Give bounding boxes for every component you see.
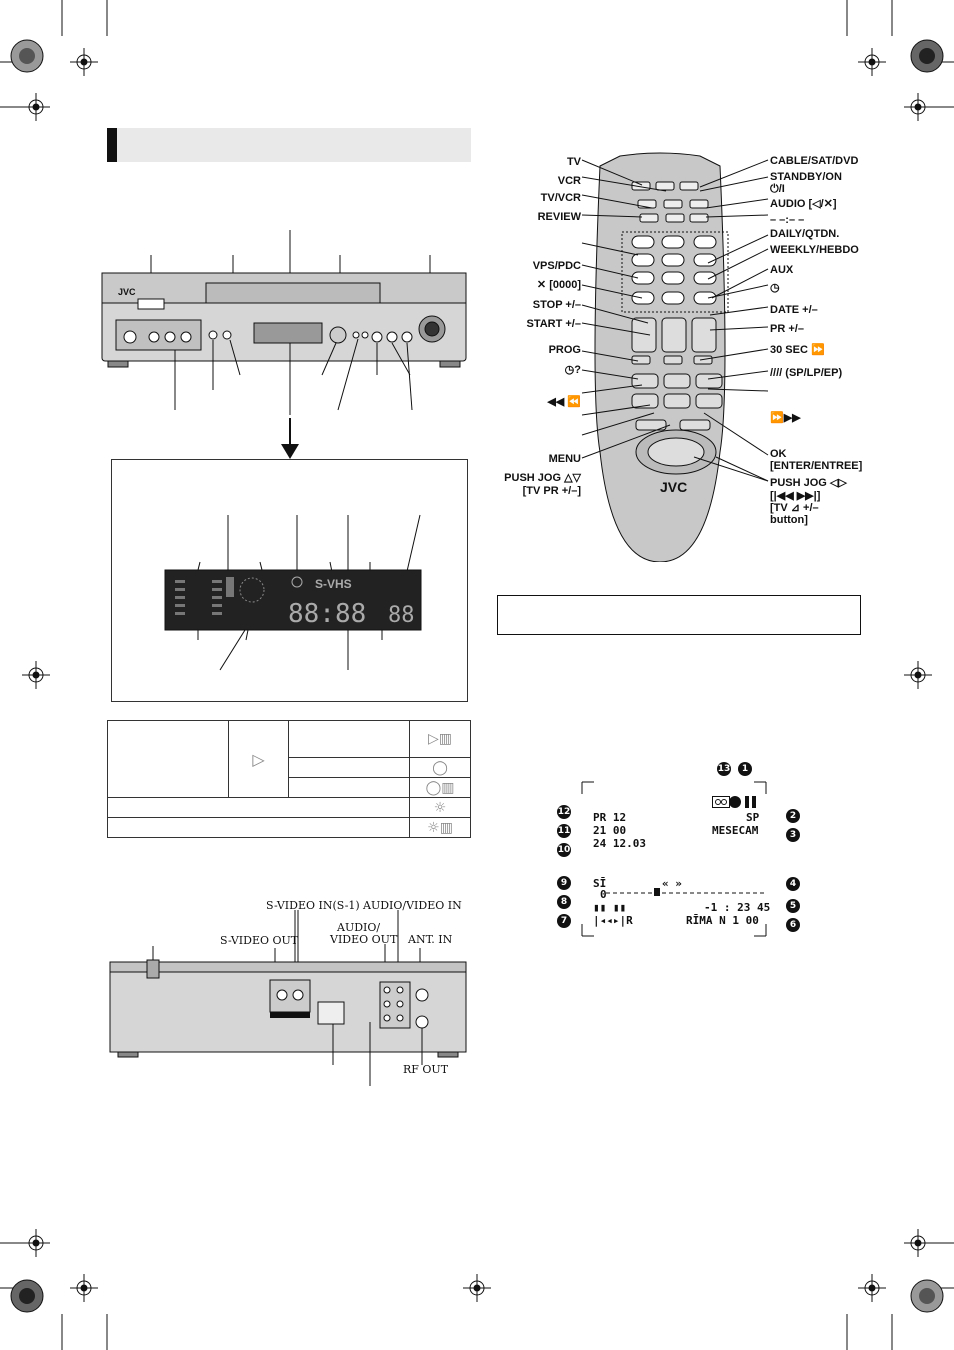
osd-direction: « » [662,877,682,890]
rear-label-av-in: AUDIO/VIDEO IN [363,899,462,912]
osd-counter: -1 : 23 45 [704,901,771,914]
table-cell [107,720,229,798]
note-box [497,595,861,635]
osd-marker-8: 8 [557,895,571,909]
osd-mode-left2: |◂◂▸|R [593,914,633,927]
osd-marker-9: 9 [557,876,571,890]
rear-label-svideo-out: S-VIDEO OUT [220,934,299,947]
remote-label-dash-time: – –:– – [770,214,805,226]
remote-label-review: REVIEW [537,211,581,223]
remote-label-tv-vol: [TV ⊿ +/– [770,502,819,514]
osd-marker-13: 13 [717,762,731,776]
section-title-marker [107,128,117,162]
remote-label-daily: DAILY/QTDN. [770,228,840,240]
remote-brand-logo: JVC [660,479,687,495]
remote-label-power-symbol: ⏻/I [770,183,785,195]
remote-label-clock: ◷ [770,282,780,294]
remote-label-sp-lp-ep: //// (SP/LP/EP) [770,367,843,379]
osd-marker-11: 11 [557,824,571,838]
osd-marker-4: 4 [786,877,800,891]
remote-label-cable-sat-dvd: CABLE/SAT/DVD [770,155,859,167]
table-cell-icon: ◯▥ [409,777,471,798]
remote-label-start: START +/– [526,318,581,330]
table-cell-icon: ☼▥ [409,817,471,838]
table-cell [288,757,411,778]
remote-label-tv-pr: [TV PR +/–] [522,485,581,497]
osd-cassette-icon [712,796,730,808]
remote-callout-lines [581,159,769,482]
display-digits: 88:88 [288,599,366,629]
osd-marker-2: 2 [786,809,800,823]
vcr-front-panel: JVC [101,230,467,415]
remote-label-rewind: ◀◀ ⏪ [547,396,581,408]
svhs-indicator: S-VHS [315,577,352,591]
remote-label-push-jog-lr: PUSH JOG ◁▷ [770,477,847,489]
remote-label-standby-on: STANDBY/ON [770,171,842,183]
remote-label-ffwd: ⏩▶▶ [770,412,801,424]
arrow-down-icon [281,418,299,459]
osd-remain: RĪMA N 1 00 [686,914,759,927]
display-panel-frame [111,459,468,702]
remote-label-0000: ✕ [0000] [536,279,581,291]
rear-label-av-out-2: VIDEO OUT [330,933,398,946]
osd-time: 21 00 [593,824,627,837]
remote-label-aux: AUX [770,264,794,276]
osd-marker-3: 3 [786,828,800,842]
remote-label-timer-check: ◷? [564,364,581,376]
remote-label-stop: STOP +/– [532,299,581,311]
section-title-bar [107,128,471,162]
remote-label-enter: [ENTER/ENTREE] [770,460,863,472]
remote-label-vps-pdc: VPS/PDC [532,260,581,272]
osd-frame [581,781,767,937]
osd-marker-5: 5 [786,899,800,913]
remote-label-vcr: VCR [557,175,581,187]
indicator-table: ▷ ▷▥ ◯ ◯▥ ☼ ☼▥ [106,720,471,838]
rear-label-rf-out: RF OUT [403,1063,449,1076]
osd-tape-speed: SP [746,811,760,824]
remote-control: JVC [594,152,729,562]
remote-label-audio: AUDIO [◁/✕] [770,198,837,210]
remote-label-skip: [|◀◀ ▶▶|] [770,490,821,502]
remote-label-weekly: WEEKLY/HEBDO [770,244,859,256]
remote-label-push-jog: PUSH JOG △▽ [504,472,581,484]
remote-label-pr: PR +/– [770,323,804,335]
vcr-brand-logo: JVC [118,287,136,297]
osd-marker-12: 12 [557,805,571,819]
rear-label-svideo-in: S-VIDEO IN(S-1) [266,899,360,912]
remote-label-menu: MENU [548,453,581,465]
display-panel: S-VHS 88:88 88 [164,514,422,671]
osd-marker-6: 6 [786,918,800,932]
table-cell-play-icon: ▷ [227,720,290,798]
osd-scale-start: 0 [600,888,607,901]
remote-label-date: DATE +/– [770,304,818,316]
table-cell-icon: ◯ [409,757,471,778]
vcr-rear-panel [109,910,467,1086]
remote-label-button: button] [770,514,808,526]
table-cell [106,797,411,818]
remote-label-30sec: 30 SEC ⏩ [770,344,825,356]
display-digits-2: 88 [388,603,415,628]
osd-marker-1: 1 [738,762,752,776]
rear-label-av-out-1: AUDIO/ [337,921,381,934]
table-cell [106,817,411,838]
osd-marker-7: 7 [557,914,571,928]
table-cell-icon: ☼ [409,797,471,818]
table-cell-icon: ▷▥ [409,720,471,758]
rear-label-ant-in: ANT. IN [408,933,453,946]
osd-audio-mode: SĪ [593,877,607,890]
table-cell [288,777,411,798]
remote-label-prog: PROG [548,344,581,356]
osd-mode-left: ▮▮ ▮▮ [593,901,627,914]
osd-system: MESECAM [712,824,759,837]
osd-date: 24 12.03 [593,837,646,850]
remote-label-tv: TV [566,156,581,168]
osd-pr: PR 12 [593,811,627,824]
remote-label-ok: OK [770,448,787,460]
table-cell [288,720,411,758]
osd-marker-10: 10 [557,843,571,857]
remote-label-tv-vcr: TV/VCR [540,192,581,204]
osd-record-pause-icon [729,796,756,808]
